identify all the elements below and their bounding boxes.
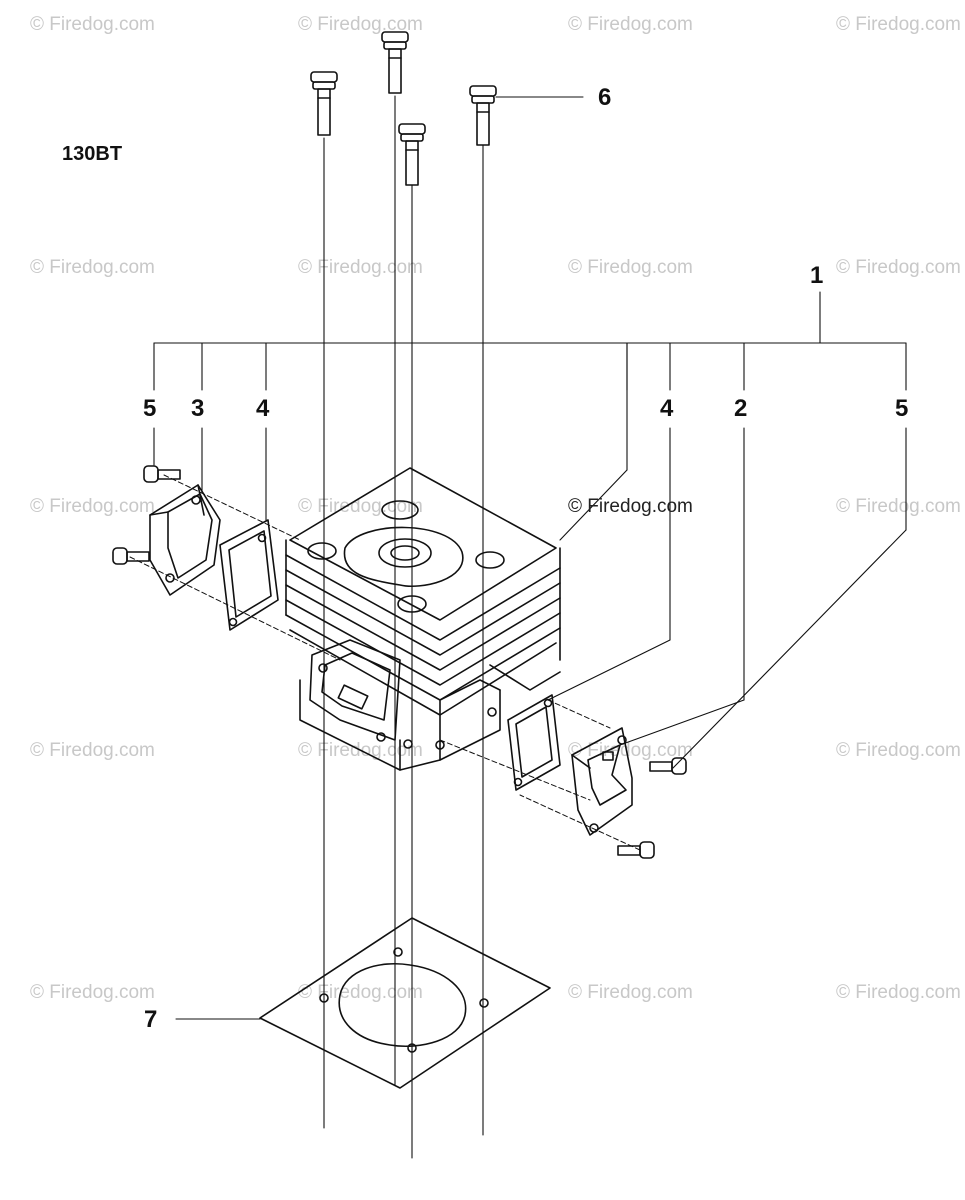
callout-bracket-1	[153, 291, 907, 769]
exhaust-flange-part-2	[571, 727, 633, 836]
watermark: © Firedog.com	[298, 982, 423, 1003]
watermark: © Firedog.com	[298, 257, 423, 278]
screw-part-5	[617, 841, 655, 859]
callout-3: 3	[191, 395, 205, 422]
watermark: © Firedog.com	[30, 740, 155, 761]
watermark: © Firedog.com	[836, 257, 961, 278]
copyright-label: © Firedog.com	[568, 496, 693, 517]
callout-5: 5	[895, 395, 909, 422]
callout-7: 7	[144, 1006, 158, 1033]
base-gasket-part-7	[259, 917, 551, 1089]
callout-6: 6	[598, 84, 612, 111]
callout-4: 4	[256, 395, 270, 422]
callout-5: 5	[143, 395, 157, 422]
bolt-part-6	[398, 123, 426, 186]
callout-4: 4	[660, 395, 674, 422]
bolt-part-6	[381, 31, 409, 94]
intake-flange-part-3	[149, 484, 221, 596]
watermark: © Firedog.com	[298, 14, 423, 35]
watermark: © Firedog.com	[836, 496, 961, 517]
bolt-part-6	[310, 71, 338, 136]
bolt-guide-lines	[323, 95, 484, 1159]
watermark: © Firedog.com	[836, 982, 961, 1003]
watermark: © Firedog.com	[836, 740, 961, 761]
callout-1: 1	[810, 262, 824, 289]
gasket-part-4	[219, 519, 279, 631]
screw-part-5	[143, 465, 181, 483]
cylinder-body	[285, 467, 561, 771]
watermark: © Firedog.com	[568, 257, 693, 278]
watermark: © Firedog.com	[30, 257, 155, 278]
gasket-part-4	[507, 694, 561, 791]
watermark: © Firedog.com	[30, 14, 155, 35]
watermark: © Firedog.com	[836, 14, 961, 35]
watermark: © Firedog.com	[568, 14, 693, 35]
bolt-part-6	[469, 85, 497, 146]
screw-part-5	[112, 547, 150, 565]
watermark: © Firedog.com	[30, 496, 155, 517]
callout-2: 2	[734, 395, 748, 422]
watermark: © Firedog.com	[30, 982, 155, 1003]
model-label: 130BT	[62, 143, 123, 165]
watermark: © Firedog.com	[568, 982, 693, 1003]
watermark: © Firedog.com	[568, 740, 693, 761]
screw-part-5	[649, 757, 687, 775]
side-alignment-lines	[129, 474, 641, 851]
